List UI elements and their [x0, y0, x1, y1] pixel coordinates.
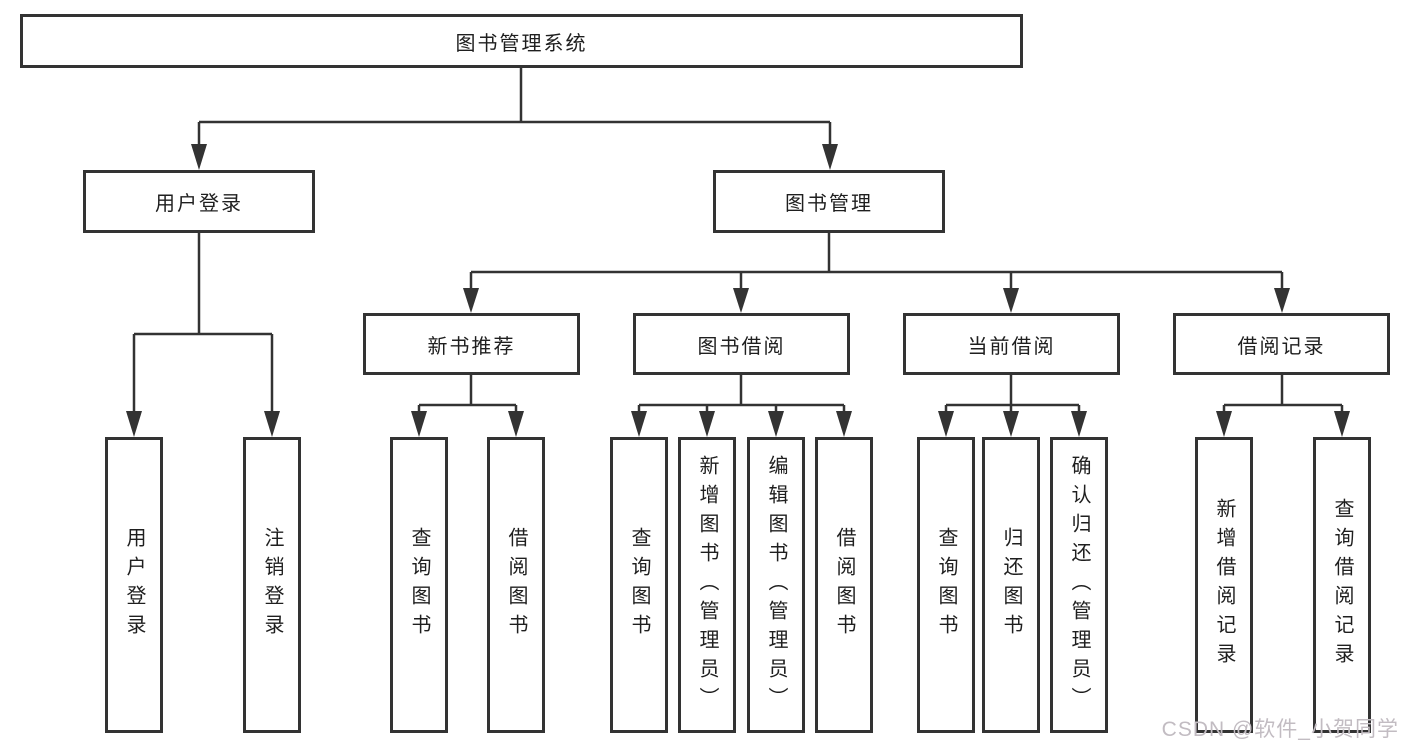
node-book-borrow-label: 图书借阅 [697, 335, 786, 358]
leaf-edit-books-admin-label: 编辑图书（管理员） [765, 454, 787, 716]
leaf-add-books-admin: 新增图书（管理员） [678, 437, 736, 733]
node-user-login-label: 用户登录 [155, 193, 243, 215]
leaf-query-books-1: 查询图书 [390, 437, 448, 733]
leaf-query-books-3: 查询图书 [917, 437, 975, 733]
leaf-borrow-books-2: 借阅图书 [815, 437, 873, 733]
leaf-user-login-label: 用户登录 [123, 527, 145, 643]
node-book-management-label: 图书管理 [785, 193, 873, 215]
leaf-logout: 注销登录 [243, 437, 301, 733]
leaf-borrow-books-1-label: 借阅图书 [505, 527, 527, 643]
leaf-query-books-1-label: 查询图书 [408, 527, 430, 643]
leaf-logout-label: 注销登录 [261, 527, 283, 643]
leaf-query-books-3-label: 查询图书 [935, 527, 957, 643]
node-current-borrow: 当前借阅 [903, 313, 1120, 375]
leaf-query-books-2: 查询图书 [610, 437, 668, 733]
leaf-add-books-admin-label: 新增图书（管理员） [696, 454, 718, 716]
leaf-query-books-2-label: 查询图书 [628, 527, 650, 643]
leaf-add-borrow-record-label: 新增借阅记录 [1213, 498, 1235, 672]
node-borrow-records-label: 借阅记录 [1237, 335, 1326, 358]
leaf-borrow-books-2-label: 借阅图书 [833, 527, 855, 643]
node-user-login: 用户登录 [83, 170, 315, 233]
node-book-management: 图书管理 [713, 170, 945, 233]
node-current-borrow-label: 当前借阅 [967, 335, 1056, 358]
leaf-return-books-label: 归还图书 [1000, 527, 1022, 643]
node-new-book-recommend: 新书推荐 [363, 313, 580, 375]
leaf-query-borrow-record: 查询借阅记录 [1313, 437, 1371, 733]
leaf-edit-books-admin: 编辑图书（管理员） [747, 437, 805, 733]
node-borrow-records: 借阅记录 [1173, 313, 1390, 375]
leaf-borrow-books-1: 借阅图书 [487, 437, 545, 733]
leaf-confirm-return-admin-label: 确认归还（管理员） [1068, 454, 1090, 716]
leaf-query-borrow-record-label: 查询借阅记录 [1331, 498, 1353, 672]
node-root-label: 图书管理系统 [455, 32, 588, 55]
leaf-add-borrow-record: 新增借阅记录 [1195, 437, 1253, 733]
node-book-borrow: 图书借阅 [633, 313, 850, 375]
leaf-return-books: 归还图书 [982, 437, 1040, 733]
watermark: CSDN @软件_小贺同学 [1161, 718, 1399, 741]
node-new-book-recommend-label: 新书推荐 [427, 335, 516, 358]
node-root: 图书管理系统 [20, 14, 1023, 68]
leaf-user-login: 用户登录 [105, 437, 163, 733]
leaf-confirm-return-admin: 确认归还（管理员） [1050, 437, 1108, 733]
